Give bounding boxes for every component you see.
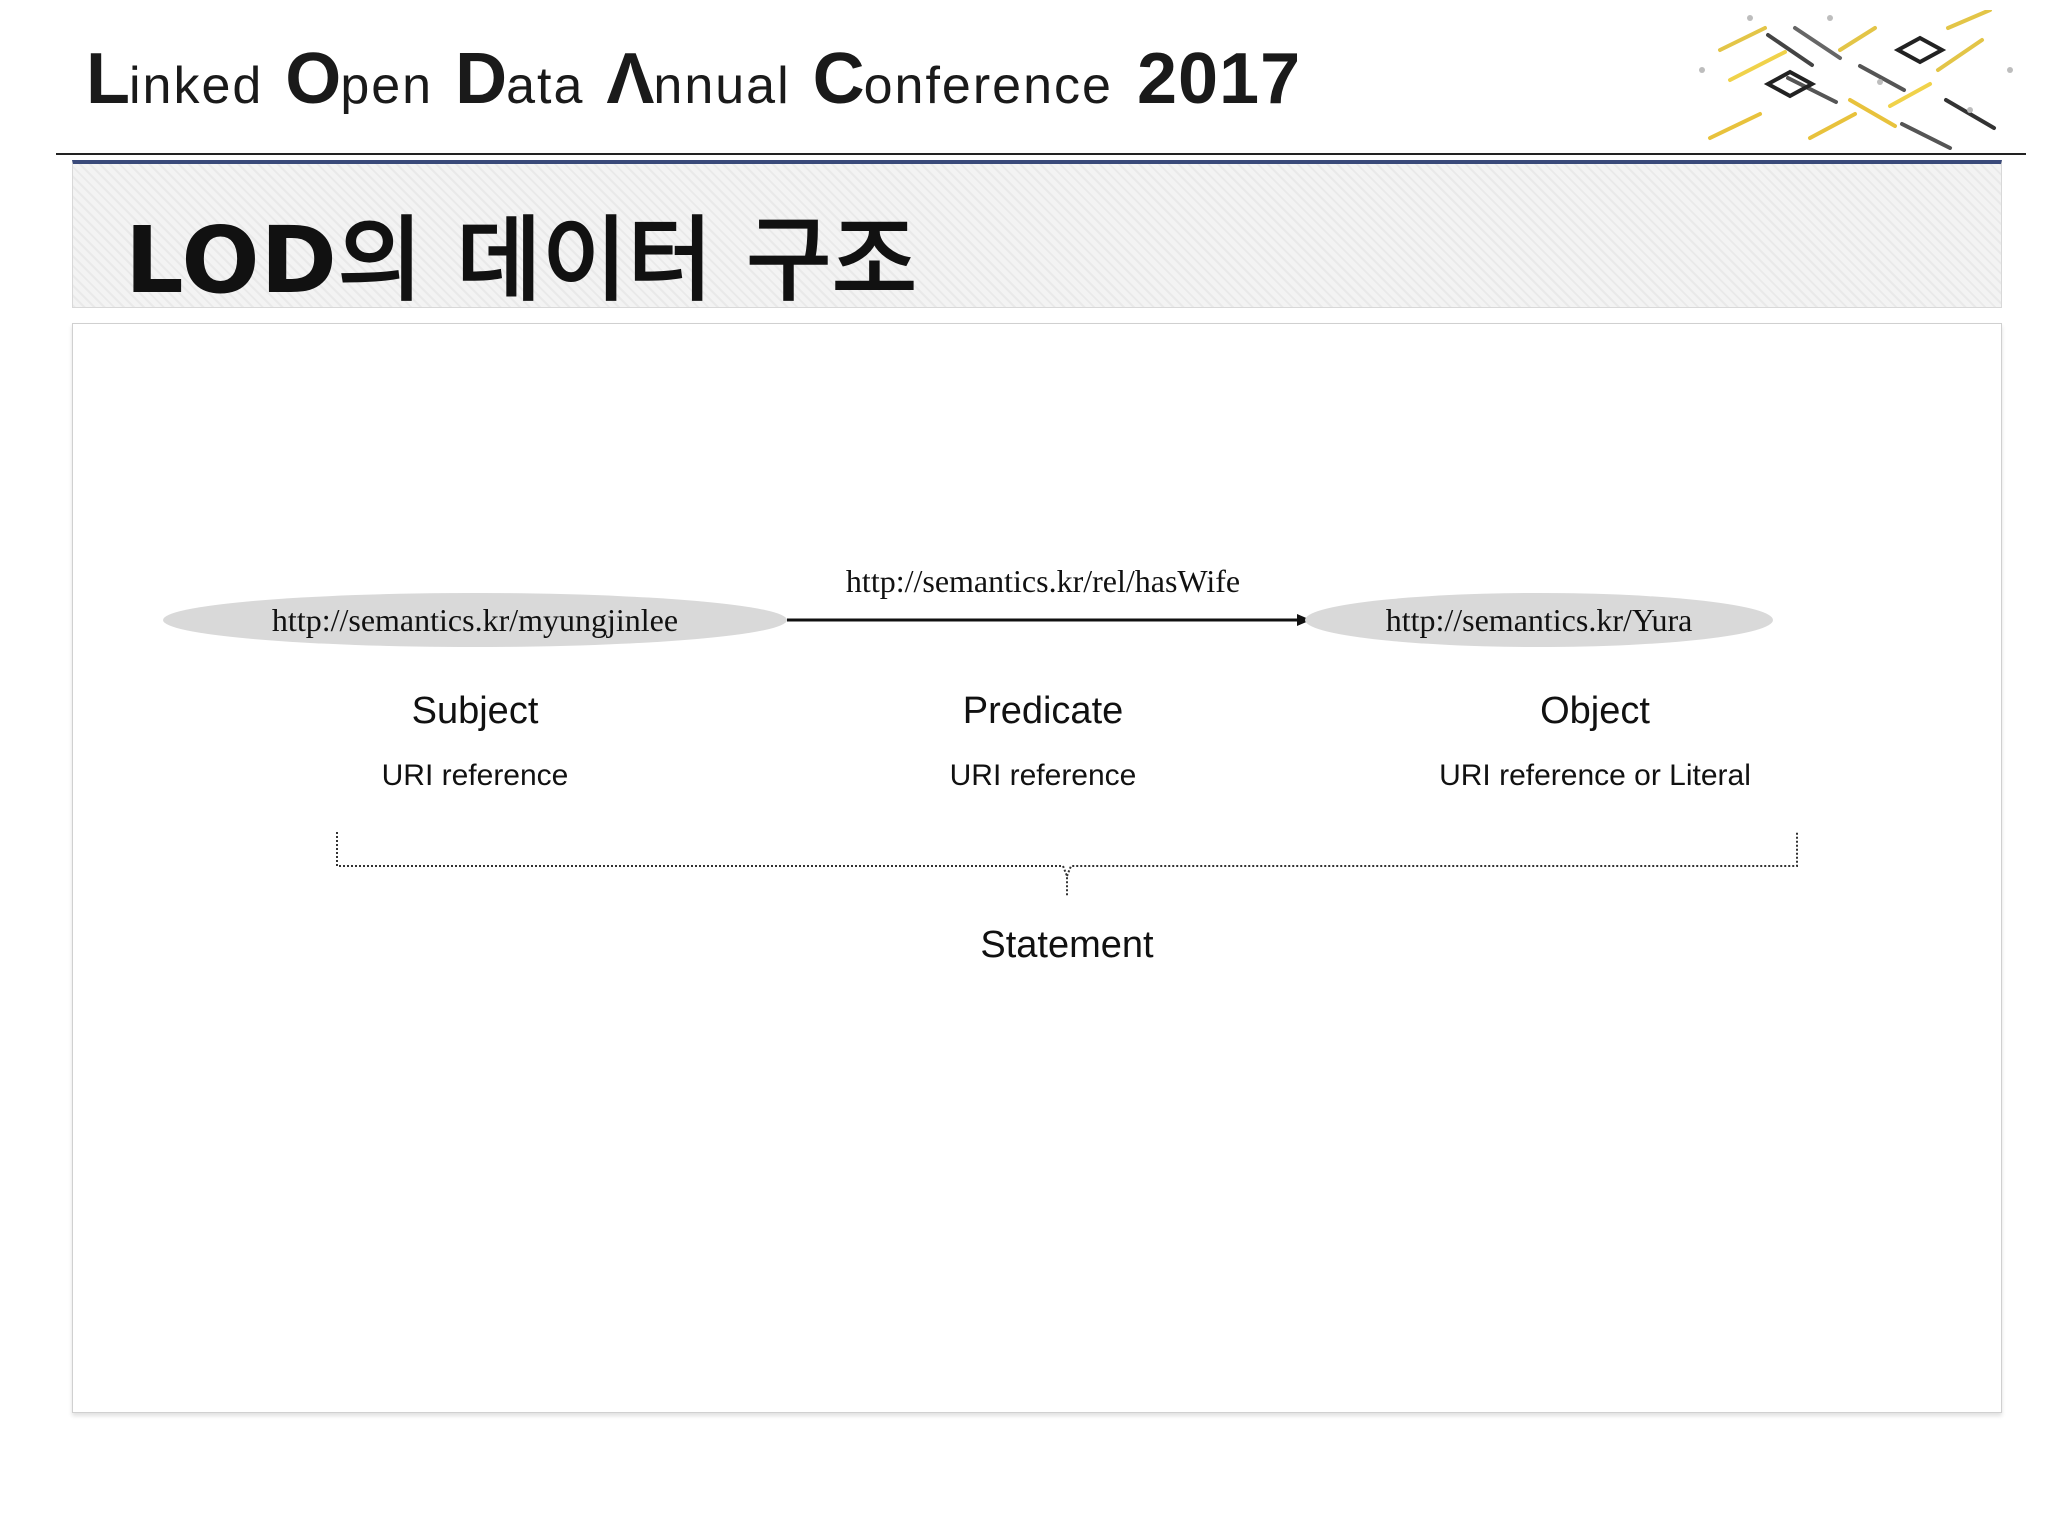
subject-node (163, 593, 787, 647)
conf-word-conference: C onference (813, 38, 1113, 120)
conference-title: L inked O pen D ata Λ nnual C onference … (86, 38, 1301, 138)
geometric-logo-icon (1699, 10, 2013, 150)
banner-divider (56, 153, 2026, 155)
object-sub-label: URI reference or Literal (1439, 759, 1751, 792)
predicate-uri: http://semantics.kr/rel/hasWife (846, 563, 1240, 599)
object-uri: http://semantics.kr/Yura (1386, 602, 1693, 638)
conf-initial: C (812, 39, 865, 119)
conf-initial: Λ (606, 39, 654, 119)
conf-word-rest: nnual (653, 57, 791, 115)
conf-word-rest: pen (340, 57, 434, 115)
conf-word-annual: Λ nnual (606, 38, 790, 120)
conf-initial: D (455, 39, 507, 119)
slide-title: LOD의 데이터 구조 (125, 207, 918, 314)
subject-uri: http://semantics.kr/myungjinlee (272, 602, 678, 638)
predicate-sub-label: URI reference (950, 759, 1137, 792)
conf-word-data: D ata (455, 38, 584, 120)
subject-label: Subject (412, 690, 539, 732)
content-panel: http://semantics.kr/myungjinlee http://s… (72, 323, 2002, 1413)
statement-label: Statement (980, 924, 1154, 966)
conference-year: 2017 (1136, 39, 1302, 119)
conf-word-rest: ata (506, 57, 585, 115)
conf-word-rest: inked (128, 57, 264, 115)
subject-sub-label: URI reference (382, 759, 569, 792)
object-node (1305, 593, 1773, 647)
predicate-label: Predicate (963, 690, 1124, 732)
conf-word-rest: onference (863, 57, 1113, 115)
conference-banner: L inked O pen D ata Λ nnual C onference … (0, 0, 2048, 160)
object-label: Object (1540, 690, 1650, 732)
rdf-triple-diagram: http://semantics.kr/myungjinlee http://s… (163, 563, 1798, 966)
slide-title-box: LOD의 데이터 구조 (72, 160, 2002, 314)
statement-brace (336, 832, 1798, 896)
conf-word-linked: L inked (86, 38, 263, 120)
conf-initial: L (86, 39, 130, 119)
conf-initial: O (285, 39, 341, 119)
conf-word-open: O pen (285, 38, 433, 120)
